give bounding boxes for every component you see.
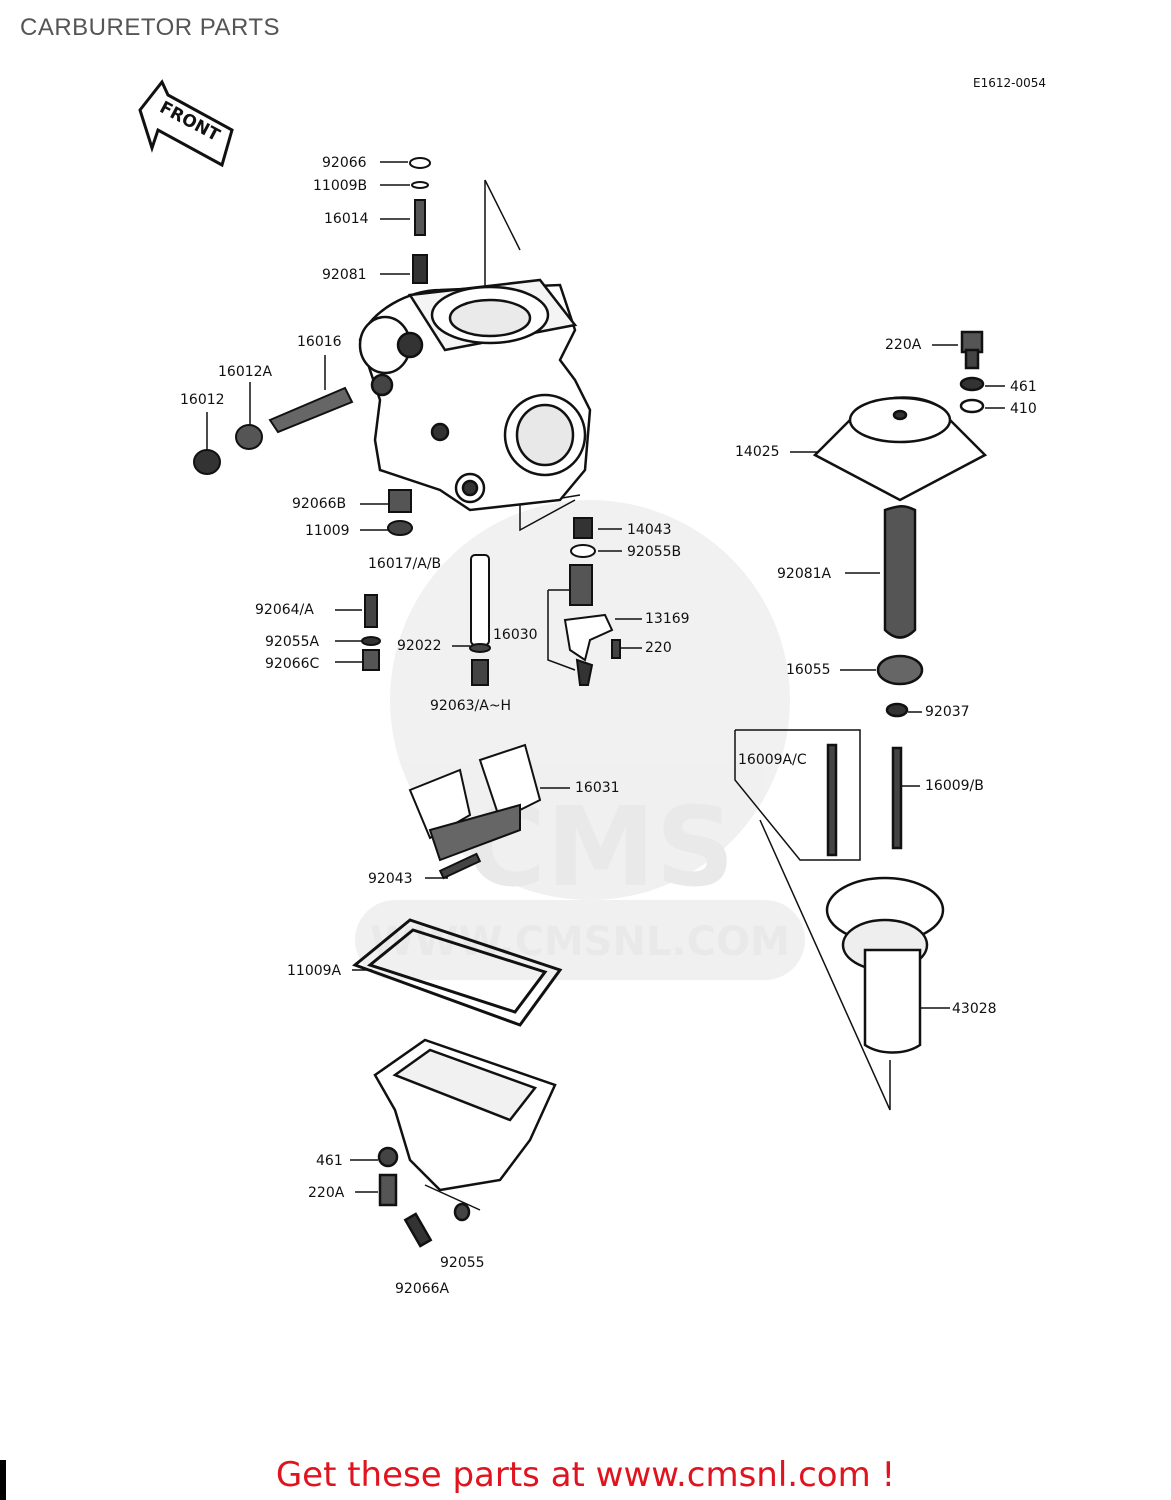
callout-label: 16009/B [925, 778, 984, 794]
cap-part [409, 157, 431, 284]
callout-label: 92066B [292, 496, 346, 512]
callout-label: 92055 [440, 1255, 485, 1271]
callout-label: 16016 [297, 334, 342, 350]
callout-label: 220A [885, 337, 922, 353]
diagram-code: E1612-0054 [973, 76, 1046, 90]
callout-label: 92066 [322, 155, 367, 171]
front-arrow-icon: FRONT [138, 79, 234, 168]
callout-label: 13169 [645, 611, 690, 627]
callout-label: 11009 [305, 523, 350, 539]
edge-mark [0, 1460, 6, 1500]
callout-label: 16014 [324, 211, 369, 227]
page-title: CARBURETOR PARTS [20, 14, 281, 41]
callout-label: 220A [308, 1185, 345, 1201]
callout-label: 92055A [265, 634, 320, 650]
callout-label: 16055 [786, 662, 831, 678]
callout-label: 92081 [322, 267, 367, 283]
callout-label: 461 [1010, 379, 1037, 395]
callout-label: 16012A [218, 364, 273, 380]
carburetor-body [358, 278, 592, 512]
float-bowl [373, 1038, 557, 1248]
callout-label: 16017/A/B [368, 556, 441, 572]
callout-label: 92064/A [255, 602, 314, 618]
callout-label: 43028 [952, 1001, 997, 1017]
callout-label: 92022 [397, 638, 442, 654]
callout-label: 16030 [493, 627, 538, 643]
callout-label: 410 [1010, 401, 1037, 417]
callout-label: 11009A [287, 963, 342, 979]
callout-label: 92043 [368, 871, 413, 887]
callout-label: 14043 [627, 522, 672, 538]
callout-label: 92055B [627, 544, 681, 560]
callout-leaders [206, 161, 1005, 1193]
float-part [408, 743, 542, 880]
callout-label: 461 [316, 1153, 343, 1169]
vacuum-piston-assembly [812, 330, 988, 1054]
pilot-screw-assembly [193, 386, 354, 475]
gasket-part [352, 918, 563, 1027]
footer-cta[interactable]: Get these parts at www.cmsnl.com ! [275, 1455, 896, 1495]
callout-label: 16012 [180, 392, 225, 408]
callout-label: 92063/A~H [430, 698, 511, 714]
callout-label: 220 [645, 640, 672, 656]
callout-label: 11009B [313, 178, 367, 194]
callout-label: 14025 [735, 444, 780, 460]
reference-lines [424, 179, 891, 1211]
callout-labels: 92066 11009B 16014 92081 16016 16012A 16… [180, 155, 1037, 1297]
callout-label: 92066A [395, 1281, 450, 1297]
watermark-url: WWW.CMSNL.COM [370, 919, 790, 965]
callout-label: 16031 [575, 780, 620, 796]
callout-label: 92081A [777, 566, 832, 582]
callout-label: 16009A/C [738, 752, 807, 768]
callout-label: 92066C [265, 656, 320, 672]
callout-label: 92037 [925, 704, 970, 720]
